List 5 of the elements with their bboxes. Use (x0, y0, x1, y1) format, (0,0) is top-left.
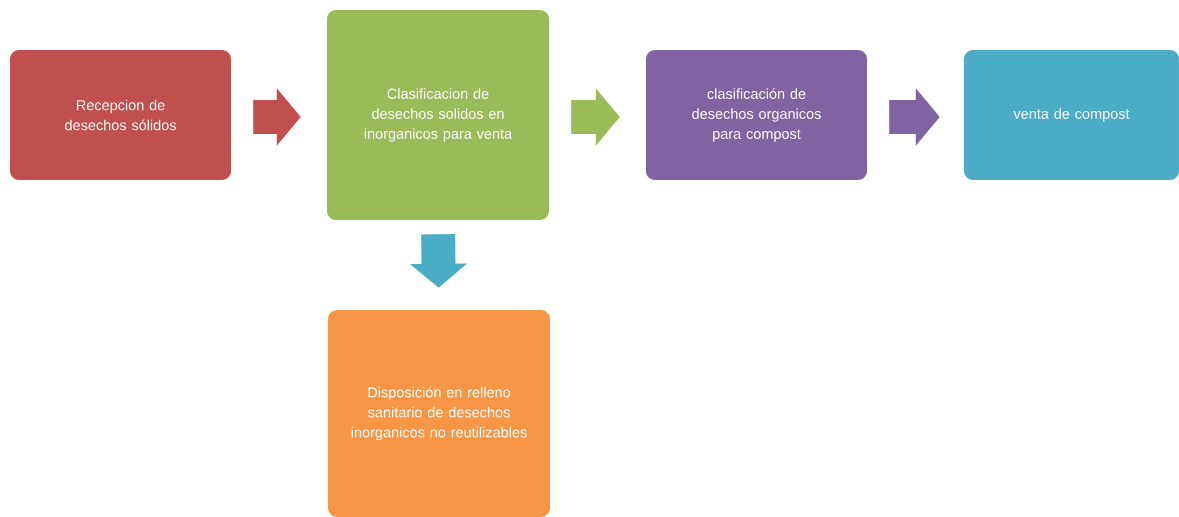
process-box: Recepcion de desechos sólidos (10, 50, 231, 180)
process-box: clasificación de desechos organicos para compost (646, 50, 867, 180)
process-box: Disposición en relleno sanitario de desechos inorganicos no reutilizables (328, 310, 550, 517)
process-box: Clasificacion de desechos solidos en inorganicos para venta (327, 10, 549, 220)
process-box: venta de compost (964, 50, 1179, 180)
